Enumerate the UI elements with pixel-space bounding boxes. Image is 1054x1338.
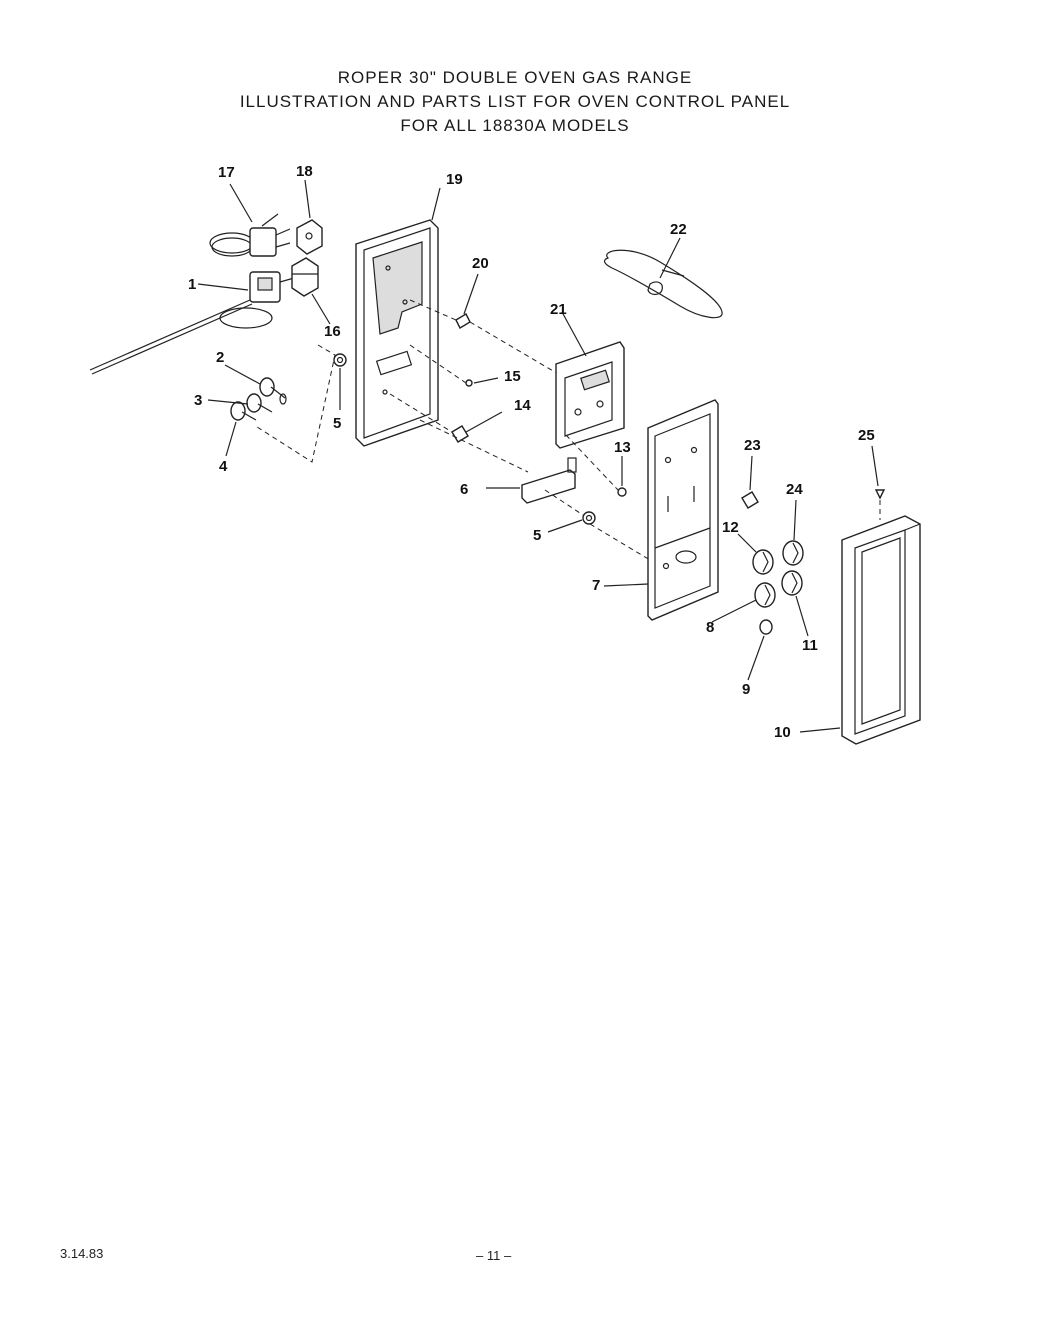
part-13-screw [617, 487, 627, 497]
title-line-2: ILLUSTRATION AND PARTS LIST FOR OVEN CON… [239, 92, 791, 111]
callout-21: 21 [550, 301, 567, 318]
part-1-oven-control [89, 271, 295, 375]
part-5-nut-upper [333, 353, 347, 367]
callout-6: 6 [460, 481, 468, 498]
part-9-knob [759, 619, 773, 635]
callout-3: 3 [194, 392, 202, 409]
callout-5-upper: 5 [333, 415, 341, 432]
callout-15: 15 [504, 368, 521, 385]
part-17-thermostat [209, 213, 291, 257]
part-21-timer-bracket [555, 341, 625, 449]
part-3-knob [246, 393, 273, 413]
callout-2: 2 [216, 349, 224, 366]
callout-11: 11 [802, 637, 818, 654]
part-22-wire-harness [603, 249, 723, 319]
callout-14: 14 [514, 397, 531, 414]
callout-25: 25 [858, 427, 875, 444]
part-23-sleeve [741, 491, 759, 509]
footer-date: 3.14.83 [60, 1246, 104, 1261]
part-24-knob [782, 540, 804, 566]
part-2-knob [259, 377, 287, 405]
part-11-knob [781, 570, 803, 596]
title-line-1: ROPER 30" DOUBLE OVEN GAS RANGE [337, 68, 693, 87]
callout-4: 4 [219, 458, 228, 475]
part-12-knob [752, 549, 774, 575]
callout-23: 23 [744, 437, 761, 454]
callout-18: 18 [296, 163, 313, 180]
part-25-screw [874, 489, 886, 500]
part-14-spacer [451, 425, 469, 443]
callout-24: 24 [786, 481, 803, 498]
part-8-knob [754, 582, 776, 608]
callout-22: 22 [670, 221, 687, 238]
part-10-trim-frame [841, 515, 921, 745]
callout-16: 16 [324, 323, 341, 340]
footer-page-number: – 11 – [476, 1248, 512, 1263]
callout-7: 7 [592, 577, 600, 594]
part-16-switch-housing [291, 257, 319, 297]
title-line-3: FOR ALL 18830A MODELS [400, 116, 630, 135]
callout-8: 8 [706, 619, 714, 636]
leader-lines [197, 179, 879, 733]
part-6-bracket [521, 457, 577, 504]
callout-19: 19 [446, 171, 463, 188]
part-19-panel-frame [355, 219, 439, 447]
callout-9: 9 [742, 681, 750, 698]
callout-10: 10 [774, 724, 791, 741]
part-5-nut-lower [582, 511, 596, 525]
part-20-spacer [455, 313, 471, 329]
part-15-screw [465, 379, 473, 387]
callout-17: 17 [218, 164, 235, 181]
callout-1: 1 [188, 276, 196, 293]
callout-20: 20 [472, 255, 489, 272]
callout-5-lower: 5 [533, 527, 541, 544]
part-7-control-panel [647, 399, 719, 621]
callout-13: 13 [614, 439, 631, 456]
part-4-knob [230, 401, 257, 421]
callout-12: 12 [722, 519, 739, 536]
part-18-switch [296, 219, 323, 255]
